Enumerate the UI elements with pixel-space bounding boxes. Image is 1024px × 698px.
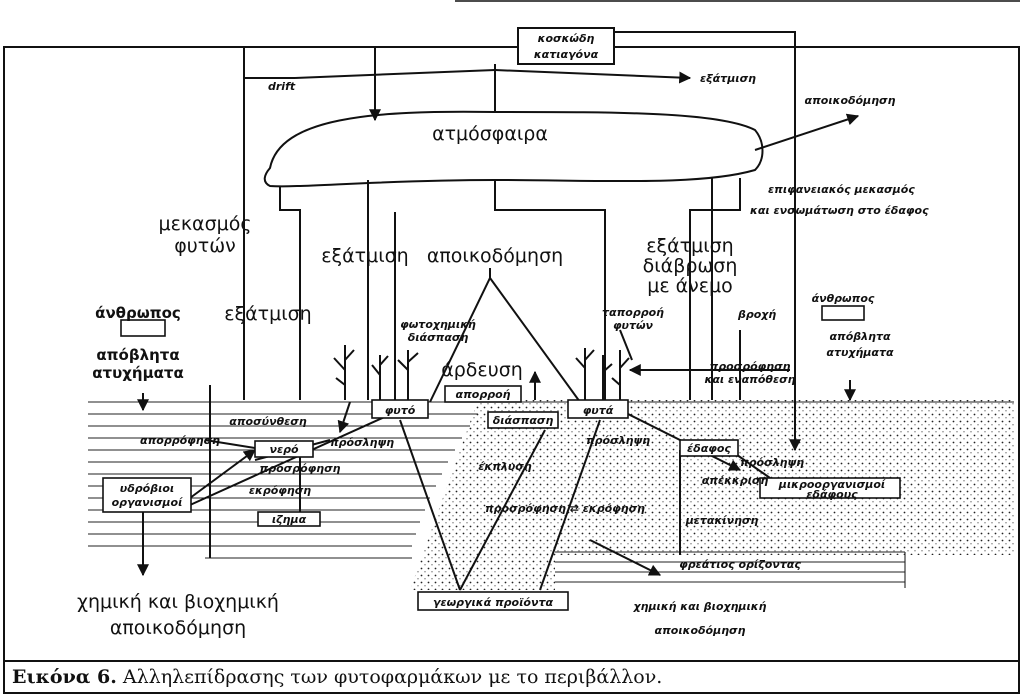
chem-bio-right-line2: αποικοδόμηση [655,624,746,637]
water-box [254,440,314,458]
plant-fall-line2: φυτών [613,319,654,332]
top-box-line2: κατιαγόνα [534,48,599,61]
waste-left-line1: απόβλητα [96,346,179,364]
adsorb-desorb-label: προσρόφηση ⇄ εκρόφηση [485,502,645,515]
decomposition-box-label: διάσπαση [493,414,554,427]
waste-right-line2: ατυχήματα [826,346,894,359]
uptake-right-label: πρόσληψη [586,434,650,447]
runoff-box [444,385,522,403]
adsorb-deposit-line1: προσρόφηση [710,360,791,373]
evaporation-mid-label: εξάτμιση [321,245,408,267]
uptake-left-label: πρόσληψη [330,436,394,449]
sludge-box [257,511,321,527]
agri-products-box [417,591,569,611]
soil-org-box [759,477,901,499]
caption-label: Εικόνα 6. [12,666,117,688]
human-right-box [821,305,865,321]
figure-caption: Εικόνα 6. Αλληλεπίδρασης των φυτοφαρμάκω… [12,666,662,688]
decomposition-top-right-label: αποικοδόμηση [805,94,896,107]
plant-wash-line1: μεκασμός [159,213,252,235]
sludge-label: ιζημα [272,513,307,526]
aquatic-org-box [102,477,192,513]
plant-box-left [371,399,429,419]
drift-label: drift [268,80,296,93]
release-label: απέκκριση [702,474,769,487]
aquifer-label: φρεάτιος ορίζοντας [679,558,801,571]
absorption-label: απορρόφηση [140,434,220,447]
decomposition-mid-label: αποικοδόμηση [427,245,563,267]
evaporation-top-label: εξάτμιση [700,72,756,85]
atmosphere-label: ατμόσφαιρα [432,123,548,145]
flow-lines [137,31,860,591]
human-left-label: άνθρωπος [95,304,181,322]
agri-products-label: γεωργικά προϊόντα [433,596,554,609]
diagram-labels: κοσκώδη κατιαγόνα drift εξάτμιση αποικοδ… [77,32,929,639]
caption-bar [3,660,1020,694]
evap-erosion-line2: διάβρωση [643,255,738,277]
chem-bio-left-line1: χημική και βιοχημική [77,591,279,613]
migration-label: μετακίνηση [685,514,759,527]
chem-bio-left-line2: αποικοδόμηση [110,617,246,639]
waste-left-line2: ατυχήματα [92,364,184,382]
caption-text: Αλληλεπίδρασης των φυτοφαρμάκων με το πε… [122,666,663,688]
degradation-label: αποσύνθεση [229,415,307,428]
water-box-label: νερό [269,443,298,456]
decomposition-box [487,411,559,429]
rain-label: βροχή [737,308,776,321]
top-box-line1: κοσκώδη [538,32,595,45]
aquatic-org-line2: οργανισμοί [112,496,183,509]
desorption-label: εκρόφηση [249,484,311,497]
plant-box-right [567,399,629,419]
waste-right-line1: απόβλητα [829,330,891,343]
uptake-soil-label: πρόσληψη [740,456,804,469]
human-right-label: άνθρωπος [812,292,875,305]
plant-wash-line2: φυτών [174,235,236,257]
chem-bio-right-line1: χημική και βιοχημική [633,600,767,613]
adsorption-label: προσρόφηση [260,462,341,475]
plant-box-right-label: φυτά [583,404,614,417]
adsorb-deposit-line2: και εναπόθεση [705,373,796,386]
plant-box-left-label: φυτό [385,404,416,417]
burning-label: άρδευση [441,359,523,381]
plant-fall-line1: ταπορροή [602,306,664,319]
runoff-box-label: απορροή [456,388,511,401]
evap-erosion-line1: εξάτμιση [646,235,733,257]
human-left-box [120,319,166,337]
soil-region [410,400,1014,590]
plant-icons [333,345,630,400]
leaching-label: έκπλυση [478,460,532,473]
soil-box-label: έδαφος [687,442,731,455]
evaporation-left-label: εξάτμιση [224,303,311,325]
soil-org-line1: μικροοργανισμοί [778,478,886,491]
top-box [517,27,615,65]
evap-erosion-line3: με άνεμο [647,275,733,297]
surface-uptake-line1: επιφανειακός μεκασμός [768,183,915,196]
aquatic-org-line1: υδρόβιοι [120,482,174,495]
soil-org-line2: εδάφους [806,488,858,501]
atmosphere-band [263,110,764,188]
surface-uptake-line2: και ενσωμάτωση στο έδαφος [750,204,929,217]
photochem-line2: διάσπαση [408,331,469,344]
photochem-line1: φωτοχημική [400,318,476,331]
soil-box [679,439,739,457]
